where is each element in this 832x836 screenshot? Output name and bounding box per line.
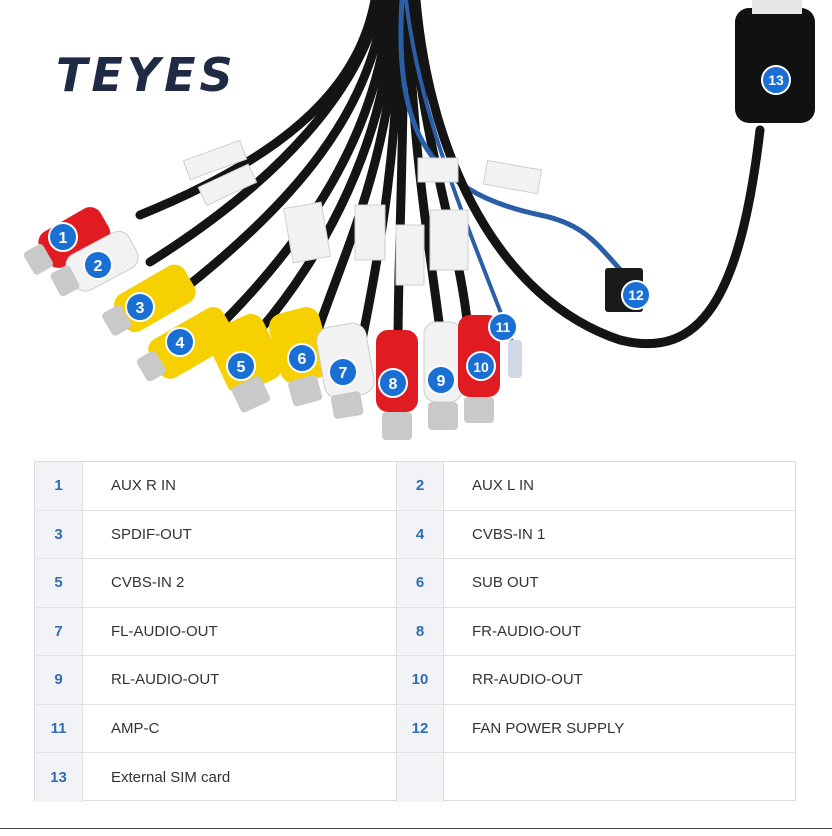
pin-number: 8 (396, 607, 444, 655)
callout-8: 8 (378, 368, 408, 398)
callout-1: 1 (48, 222, 78, 252)
bottom-divider (0, 828, 832, 829)
pin-label: FL-AUDIO-OUT (111, 622, 218, 640)
table-row: 11 AMP-C 12 FAN POWER SUPPLY (35, 704, 795, 753)
table-row: 7 FL-AUDIO-OUT 8 FR-AUDIO-OUT (35, 607, 795, 656)
pin-number: 3 (35, 510, 83, 558)
table-row: 9 RL-AUDIO-OUT 10 RR-AUDIO-OUT (35, 656, 795, 705)
callout-7: 7 (328, 357, 358, 387)
callout-4: 4 (165, 327, 195, 357)
pin-label: CVBS-IN 2 (111, 574, 185, 592)
pin-number: 11 (35, 704, 83, 752)
callout-12: 12 (621, 280, 651, 310)
callout-9: 9 (426, 365, 456, 395)
pin-number: 1 (35, 462, 83, 510)
svg-text:8: 8 (389, 376, 398, 393)
svg-text:9: 9 (437, 373, 446, 390)
svg-text:12: 12 (628, 287, 644, 303)
callout-2: 2 (83, 250, 113, 280)
svg-text:10: 10 (473, 359, 489, 375)
callout-10: 10 (466, 351, 496, 381)
pin-label: AUX R IN (111, 477, 177, 495)
svg-text:6: 6 (298, 351, 307, 368)
pin-number: 6 (396, 559, 444, 607)
pin-label: FAN POWER SUPPLY (472, 719, 625, 737)
svg-text:5: 5 (237, 359, 246, 376)
table-row: 1 AUX R IN 2 AUX L IN (35, 462, 795, 511)
teyes-logo: TEYES (56, 48, 237, 102)
pin-number: 4 (396, 510, 444, 558)
svg-text:7: 7 (339, 365, 348, 382)
pin-label: CVBS-IN 1 (472, 525, 546, 543)
external-sim-module (735, 0, 815, 123)
pin-label: AMP-C (111, 719, 160, 737)
pin-label: RR-AUDIO-OUT (472, 671, 583, 689)
pin-label: AUX L IN (472, 477, 534, 495)
callout-13: 13 (761, 65, 791, 95)
wires (135, 0, 765, 352)
svg-text:11: 11 (496, 319, 511, 335)
svg-text:1: 1 (59, 230, 68, 247)
pin-label: RL-AUDIO-OUT (111, 671, 220, 689)
pin-number: 10 (396, 656, 444, 704)
callout-badges: 1 2 3 4 5 6 7 8 9 10 11 12 13 (48, 65, 791, 398)
pin-number: 12 (396, 704, 444, 752)
pin-label: SPDIF-OUT (111, 525, 192, 543)
pin-number (396, 753, 444, 802)
pin-number: 13 (35, 753, 83, 802)
pin-number: 9 (35, 656, 83, 704)
amp-c-terminal (508, 340, 522, 378)
callout-6: 6 (287, 343, 317, 373)
table-row: 13 External SIM card (35, 753, 795, 802)
pin-label (444, 753, 757, 802)
svg-text:13: 13 (768, 72, 784, 88)
pin-label: SUB OUT (472, 574, 539, 592)
pin-label: FR-AUDIO-OUT (472, 622, 582, 640)
svg-text:2: 2 (94, 258, 103, 275)
svg-text:3: 3 (136, 300, 145, 317)
callout-5: 5 (226, 351, 256, 381)
wire-tags (182, 139, 543, 286)
pin-number: 5 (35, 559, 83, 607)
table-row: 3 SPDIF-OUT 4 CVBS-IN 1 (35, 510, 795, 559)
table-row: 5 CVBS-IN 2 6 SUB OUT (35, 559, 795, 608)
cable-harness-illustration: 1 2 3 4 5 6 7 8 9 10 11 12 13 (23, 0, 815, 440)
pin-number: 7 (35, 607, 83, 655)
pin-label: External SIM card (111, 768, 231, 786)
svg-text:4: 4 (176, 335, 185, 352)
callout-3: 3 (125, 292, 155, 322)
pin-number: 2 (396, 462, 444, 510)
callout-11: 11 (488, 312, 518, 342)
pinout-table: 1 AUX R IN 2 AUX L IN 3 SPDIF-OUT 4 CVBS… (34, 461, 796, 802)
